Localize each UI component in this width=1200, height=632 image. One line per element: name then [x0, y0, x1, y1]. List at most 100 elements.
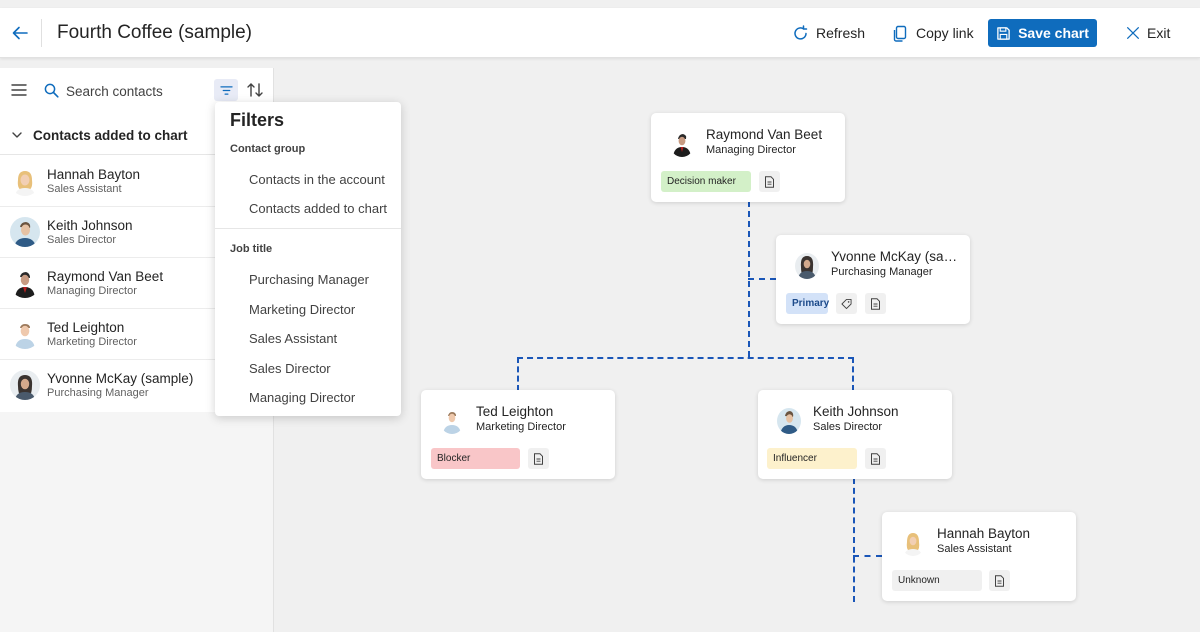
- contact-list-item[interactable]: Keith Johnson Sales Director: [0, 207, 273, 258]
- document-icon: [534, 452, 543, 465]
- connector-line: [517, 357, 519, 391]
- notes-button[interactable]: [759, 171, 780, 192]
- contact-list-item[interactable]: Hannah Bayton Sales Assistant: [0, 156, 273, 207]
- contact-list-item[interactable]: Raymond Van Beet Managing Director: [0, 258, 273, 309]
- org-chart-card[interactable]: Yvonne McKay (sample) Purchasing Manager…: [776, 235, 970, 324]
- connector-line: [853, 555, 882, 557]
- search-icon: [44, 83, 59, 98]
- avatar: [670, 131, 694, 157]
- card-title: Marketing Director: [476, 421, 566, 433]
- filter-icon: [219, 85, 233, 95]
- avatar: [10, 268, 40, 298]
- contact-list-item[interactable]: Ted Leighton Marketing Director: [0, 309, 273, 360]
- avatar: [901, 530, 925, 556]
- refresh-label: Refresh: [816, 25, 866, 41]
- section-divider: [0, 154, 273, 155]
- section-title: Contacts added to chart: [33, 127, 188, 143]
- card-name: Hannah Bayton: [937, 526, 1031, 541]
- filter-option[interactable]: Marketing Director: [249, 302, 356, 317]
- org-chart-card[interactable]: Keith Johnson Sales Director Influencer: [758, 390, 952, 479]
- contact-title: Sales Assistant: [47, 183, 122, 195]
- contact-title: Marketing Director: [47, 336, 137, 348]
- notes-button[interactable]: [528, 448, 549, 469]
- filter-option[interactable]: Purchasing Manager: [249, 272, 369, 287]
- card-name: Yvonne McKay (sample): [831, 249, 961, 264]
- notes-button[interactable]: [865, 293, 886, 314]
- avatar: [795, 253, 819, 279]
- card-title: Sales Assistant: [937, 543, 1012, 555]
- refresh-icon: [794, 24, 808, 40]
- filter-group-label: Contact group: [230, 143, 306, 155]
- page-title: Fourth Coffee (sample): [57, 22, 253, 43]
- search-input[interactable]: [62, 80, 202, 102]
- tag-button[interactable]: [836, 293, 857, 314]
- contacts-section-header[interactable]: Contacts added to chart: [0, 118, 273, 152]
- connector-line: [748, 278, 776, 280]
- tag-icon: [841, 298, 852, 309]
- contact-title: Purchasing Manager: [47, 387, 149, 399]
- close-icon: [1127, 27, 1139, 39]
- document-icon: [871, 452, 880, 465]
- org-chart-card[interactable]: Raymond Van Beet Managing Director Decis…: [651, 113, 845, 202]
- contact-name: Ted Leighton: [47, 320, 125, 335]
- role-tag[interactable]: Primary: [786, 293, 829, 314]
- role-tag[interactable]: Influencer: [767, 448, 857, 469]
- copy-icon: [893, 25, 907, 42]
- save-chart-label: Save chart: [1018, 25, 1089, 41]
- document-icon: [995, 574, 1004, 587]
- contact-name: Yvonne McKay (sample): [47, 371, 194, 386]
- avatar: [10, 319, 40, 349]
- copy-link-button[interactable]: Copy link: [892, 18, 974, 48]
- card-title: Sales Director: [813, 421, 883, 433]
- avatar: [10, 370, 40, 400]
- role-tag[interactable]: Unknown: [892, 570, 982, 591]
- header-divider: [41, 19, 42, 47]
- contact-list-item[interactable]: Yvonne McKay (sample) Purchasing Manager: [0, 360, 273, 411]
- exit-button[interactable]: Exit: [1126, 18, 1170, 48]
- back-button[interactable]: [9, 22, 31, 44]
- save-icon: [997, 26, 1010, 40]
- avatar: [777, 408, 801, 434]
- filter-group-label: Job title: [230, 243, 273, 255]
- contact-name: Raymond Van Beet: [47, 269, 164, 284]
- exit-label: Exit: [1147, 25, 1171, 41]
- filters-dropdown: Filters Contact group Contacts in the ac…: [215, 102, 401, 416]
- avatar: [440, 408, 464, 434]
- org-chart-card[interactable]: Ted Leighton Marketing Director Blocker: [421, 390, 615, 479]
- contact-name: Keith Johnson: [47, 218, 133, 233]
- document-icon: [871, 297, 880, 310]
- connector-line: [517, 357, 854, 359]
- filter-option[interactable]: Managing Director: [249, 390, 356, 405]
- filter-option[interactable]: Sales Assistant: [249, 331, 338, 346]
- filter-divider: [215, 228, 401, 229]
- filter-option[interactable]: Contacts added to chart: [249, 201, 388, 216]
- card-title: Purchasing Manager: [831, 266, 933, 278]
- contact-title: Sales Director: [47, 234, 117, 246]
- arrow-left-icon: [12, 26, 28, 40]
- card-name: Ted Leighton: [476, 404, 554, 419]
- filter-option[interactable]: Contacts in the account: [249, 172, 385, 187]
- card-name: Raymond Van Beet: [706, 127, 823, 142]
- card-title: Managing Director: [706, 144, 796, 156]
- chevron-down-icon: [12, 132, 22, 138]
- connector-line: [853, 478, 855, 602]
- filters-title: Filters: [230, 110, 285, 130]
- hamburger-menu-icon[interactable]: [11, 83, 27, 97]
- role-tag[interactable]: Blocker: [431, 448, 520, 469]
- connector-line: [852, 357, 854, 391]
- role-tag[interactable]: Decision maker: [661, 171, 751, 192]
- notes-button[interactable]: [865, 448, 886, 469]
- filter-button[interactable]: [214, 79, 238, 101]
- save-chart-button[interactable]: Save chart: [988, 19, 1097, 47]
- org-chart-card[interactable]: Hannah Bayton Sales Assistant Unknown: [882, 512, 1076, 601]
- notes-button[interactable]: [989, 570, 1010, 591]
- contact-title: Managing Director: [47, 285, 137, 297]
- card-name: Keith Johnson: [813, 404, 899, 419]
- avatar: [10, 217, 40, 247]
- refresh-button[interactable]: Refresh: [792, 18, 865, 48]
- avatar: [10, 166, 40, 196]
- sort-icon[interactable]: [246, 81, 264, 99]
- app-header: Fourth Coffee (sample) Refresh Copy link…: [0, 8, 1200, 58]
- filter-option[interactable]: Sales Director: [249, 361, 331, 376]
- copy-link-label: Copy link: [916, 25, 974, 41]
